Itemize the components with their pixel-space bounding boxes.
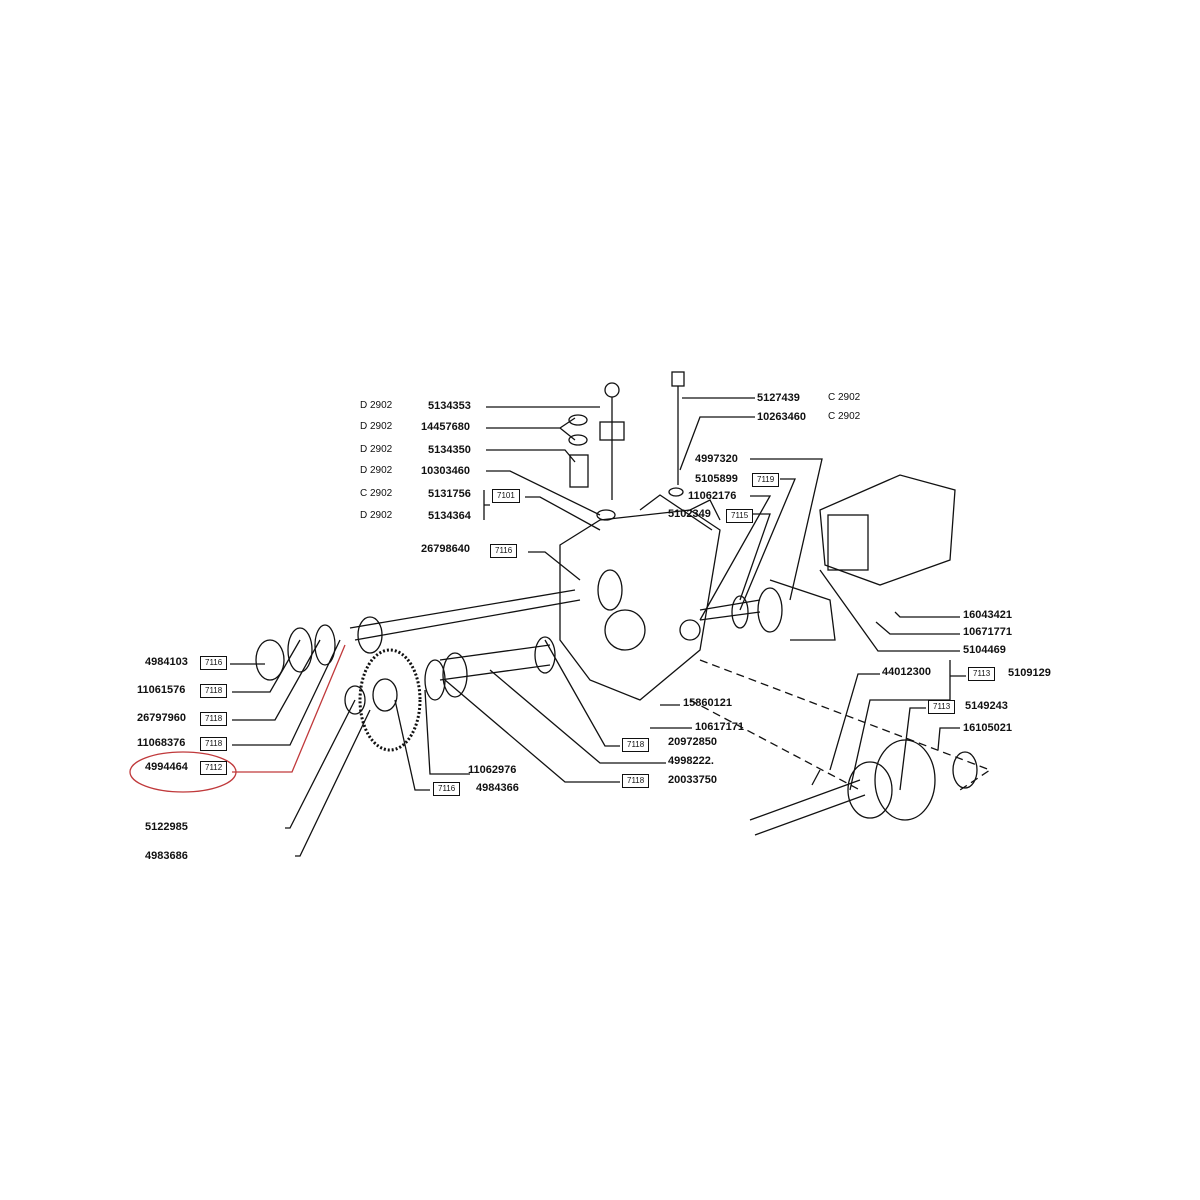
ref-box: 7116	[433, 782, 461, 796]
part-number[interactable]: 5109129	[1008, 667, 1051, 679]
part-number[interactable]: 5105899	[695, 473, 738, 485]
part-number[interactable]: 11068376	[137, 737, 186, 749]
group-code: C 2902	[828, 392, 861, 403]
part-number[interactable]: 20972850	[668, 736, 717, 748]
part-number[interactable]: 4983686	[145, 850, 188, 862]
part-number[interactable]: 10671771	[963, 626, 1012, 638]
part-number[interactable]: 5104469	[963, 644, 1006, 656]
ref-box: 7116	[490, 544, 518, 558]
part-number[interactable]: 5134350	[428, 444, 471, 456]
ref-box: 7101	[492, 489, 520, 503]
group-code: C 2902	[828, 411, 861, 422]
part-number[interactable]: 11062976	[468, 764, 517, 776]
part-number[interactable]: 11061576	[137, 684, 186, 696]
part-number[interactable]: 16105021	[963, 722, 1012, 734]
ref-box: 7118	[200, 712, 228, 726]
part-number[interactable]: 5102349	[668, 508, 711, 520]
ref-box: 7113	[928, 700, 956, 714]
part-number[interactable]: 4984366	[476, 782, 519, 794]
ref-box: 7118	[200, 737, 228, 751]
ref-box: 7115	[726, 509, 754, 523]
ref-box: 7113	[968, 667, 996, 681]
group-code: D 2902	[360, 465, 393, 476]
highlight-ellipse	[129, 751, 237, 793]
group-code: D 2902	[360, 421, 393, 432]
highlighted-ref-box: 7112	[200, 761, 228, 775]
part-number[interactable]: 14457680	[421, 421, 470, 433]
part-number[interactable]: 4997320	[695, 453, 738, 465]
part-number[interactable]: 4998222.	[668, 755, 714, 767]
part-number[interactable]: 5134353	[428, 400, 471, 412]
part-number[interactable]: 5122985	[145, 821, 188, 833]
group-code: D 2902	[360, 400, 393, 411]
part-number[interactable]: 20033750	[668, 774, 717, 786]
part-number[interactable]: 44012300	[882, 666, 931, 678]
highlight-leader-line	[232, 644, 346, 773]
group-code: D 2902	[360, 444, 393, 455]
part-number[interactable]: 11062176	[688, 490, 737, 502]
part-number[interactable]: 16043421	[963, 609, 1012, 621]
group-code: C 2902	[360, 488, 393, 499]
part-number[interactable]: 10263460	[757, 411, 806, 423]
group-code: D 2902	[360, 510, 393, 521]
part-number[interactable]: 4984103	[145, 656, 188, 668]
part-number[interactable]: 5131756	[428, 488, 471, 500]
part-number[interactable]: 26797960	[137, 712, 186, 724]
ref-box: 7116	[200, 656, 228, 670]
part-number[interactable]: 26798640	[421, 543, 470, 555]
part-number[interactable]: 15860121	[683, 697, 732, 709]
part-number[interactable]: 5134364	[428, 510, 471, 522]
leader-lines	[230, 397, 966, 857]
ref-box: 7118	[622, 774, 650, 788]
part-number[interactable]: 10303460	[421, 465, 470, 477]
ref-box: 7118	[200, 684, 228, 698]
part-number[interactable]: 5149243	[965, 700, 1008, 712]
highlighted-part-number[interactable]: 4994464	[145, 761, 188, 773]
ref-box: 7119	[752, 473, 780, 487]
ref-box: 7118	[622, 738, 650, 752]
part-number[interactable]: 10617171	[695, 721, 744, 733]
part-number[interactable]: 5127439	[757, 392, 800, 404]
